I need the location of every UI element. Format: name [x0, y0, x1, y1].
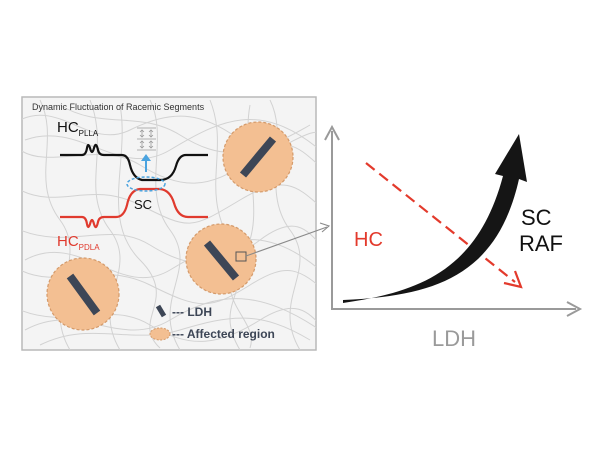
- affected-region-bottom-left: [46, 257, 120, 331]
- zoom-box: [235, 251, 247, 262]
- legend: --- LDH --- Affected region: [149, 304, 275, 341]
- trend-diagram: LDH HC SC RAF: [324, 124, 583, 351]
- racemic-segments-panel: Dynamic Fluctuation of Racemic Segments …: [21, 96, 317, 351]
- panel-title: Dynamic Fluctuation of Racemic Segments: [32, 102, 205, 112]
- affected-region-top-right: [222, 121, 294, 193]
- x-axis-label: LDH: [432, 326, 476, 351]
- legend-ldh-icon: [155, 304, 167, 318]
- hc-decrease-dashed-arrow: [365, 162, 523, 289]
- spacing-indicator-icon: [137, 127, 156, 151]
- hc-label: HC: [354, 229, 383, 251]
- plla-chain-line: [60, 143, 208, 182]
- sc-label: SC: [134, 197, 152, 212]
- legend-affected-region-label: --- Affected region: [172, 327, 275, 341]
- y-axis: [324, 124, 340, 309]
- ldh-platelet-icon: [203, 240, 240, 281]
- legend-affected-region-icon: [149, 327, 171, 341]
- affected-region-middle-right: [185, 223, 257, 295]
- zoom-connector: [245, 222, 331, 257]
- ldh-platelet-icon: [239, 136, 277, 178]
- ldh-platelet-icon: [66, 273, 101, 316]
- x-axis: [331, 301, 583, 317]
- legend-ldh-label: --- LDH: [172, 305, 212, 319]
- hc-plla-label: HCPLLA: [57, 119, 99, 138]
- raf-label: RAF: [519, 231, 563, 256]
- sc-ellipse: [126, 176, 166, 192]
- sc-raf-increase-arrow: [343, 134, 527, 303]
- hc-pdla-label: HCPDLA: [57, 233, 100, 252]
- pdla-chain-line: [60, 187, 208, 229]
- fluctuation-up-arrow-icon: [141, 154, 151, 172]
- sc-label-right: SC: [521, 205, 552, 230]
